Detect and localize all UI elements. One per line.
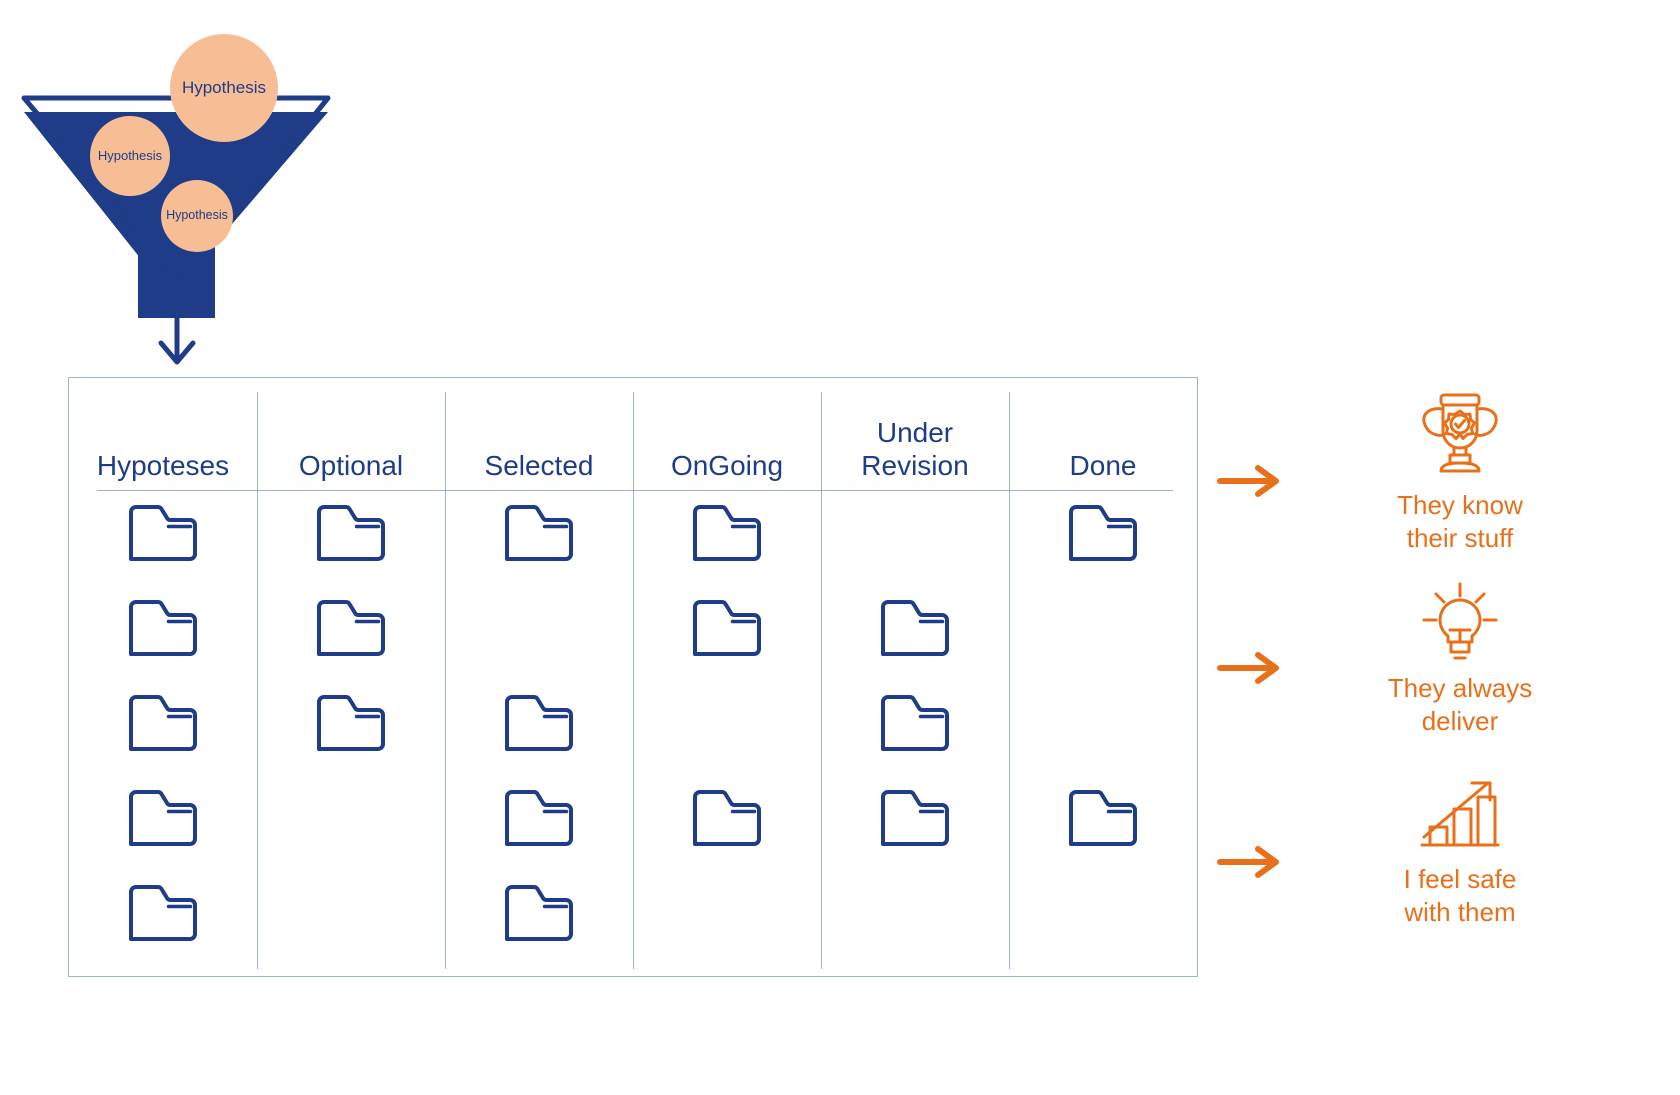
folder-slot[interactable] — [445, 692, 633, 787]
folder-icon — [505, 790, 573, 846]
folder-icon — [881, 600, 949, 656]
outcome-i-feel-safe-with-them: I feel safe with them — [1210, 775, 1630, 928]
board-columns: Hypoteses Optional — [69, 378, 1197, 976]
folder-icon — [505, 505, 573, 561]
folder-slot[interactable] — [1009, 787, 1197, 882]
folder-icon — [129, 505, 197, 561]
folder-icon — [881, 695, 949, 751]
outcome-content: They know their stuff — [1290, 385, 1630, 554]
folder-icon — [129, 600, 197, 656]
folder-slot[interactable] — [821, 692, 1009, 787]
outcomes-rail: They know their stuff — [1210, 385, 1630, 985]
board-column-done[interactable]: Done — [1009, 378, 1197, 977]
hypothesis-bubble[interactable]: Hypothesis — [161, 180, 233, 252]
arrow-right-icon — [1210, 464, 1290, 498]
hypothesis-bubble[interactable]: Hypothesis — [170, 34, 278, 142]
column-body — [821, 490, 1009, 977]
folder-slot[interactable] — [257, 502, 445, 597]
column-body — [69, 490, 257, 977]
folder-icon — [129, 885, 197, 941]
folder-icon — [505, 695, 573, 751]
folder-icon — [317, 695, 385, 751]
folder-slot[interactable] — [1009, 502, 1197, 597]
folder-icon — [129, 790, 197, 846]
folder-slot[interactable] — [821, 787, 1009, 882]
column-header: Hypoteses — [96, 449, 230, 481]
hypothesis-kanban-board: Hypoteses Optional — [68, 377, 1198, 977]
folder-slot[interactable] — [633, 597, 821, 692]
arrow-down-icon — [152, 309, 202, 370]
funnel-stem — [138, 252, 215, 318]
column-header: OnGoing — [670, 449, 784, 481]
board-column-hypoteses[interactable]: Hypoteses — [69, 378, 257, 977]
folder-slot[interactable] — [69, 882, 257, 977]
folder-slot[interactable] — [69, 502, 257, 597]
folder-icon — [1069, 790, 1137, 846]
column-body — [1009, 490, 1197, 977]
column-body — [633, 490, 821, 977]
folder-slot[interactable] — [69, 787, 257, 882]
trophy-icon — [1422, 393, 1498, 473]
folder-slot[interactable] — [821, 597, 1009, 692]
arrow-right-icon — [1210, 651, 1290, 685]
outcome-label: They know their stuff — [1397, 490, 1523, 553]
folder-slot[interactable] — [257, 692, 445, 787]
folder-slot[interactable] — [257, 597, 445, 692]
outcome-they-always-deliver: They always deliver — [1210, 580, 1630, 737]
hypothesis-bubble[interactable]: Hypothesis — [90, 116, 170, 196]
folder-icon — [693, 505, 761, 561]
folder-icon — [317, 505, 385, 561]
folder-icon — [693, 790, 761, 846]
folder-icon — [129, 695, 197, 751]
outcome-content: They always deliver — [1290, 580, 1630, 737]
growth-chart-icon — [1420, 781, 1500, 847]
column-header: Selected — [484, 449, 594, 481]
folder-slot[interactable] — [633, 787, 821, 882]
hypothesis-funnel: Hypothesis Hypothesis Hypothesis — [10, 30, 350, 320]
lightbulb-icon — [1422, 582, 1498, 660]
column-body — [445, 490, 633, 977]
folder-icon — [1069, 505, 1137, 561]
folder-slot[interactable] — [445, 882, 633, 977]
folder-icon — [693, 600, 761, 656]
board-column-selected[interactable]: Selected — [445, 378, 633, 977]
folder-icon — [881, 790, 949, 846]
board-column-under-revision[interactable]: Under Revision — [821, 378, 1009, 977]
outcome-label: They always deliver — [1387, 673, 1533, 736]
folder-slot[interactable] — [69, 692, 257, 787]
folder-slot[interactable] — [633, 502, 821, 597]
column-body — [257, 490, 445, 977]
folder-icon — [317, 600, 385, 656]
column-header: Done — [1069, 449, 1137, 481]
column-header: Under Revision — [861, 416, 969, 481]
folder-icon — [505, 885, 573, 941]
arrow-right-icon — [1210, 845, 1290, 879]
folder-slot[interactable] — [445, 502, 633, 597]
outcome-content: I feel safe with them — [1290, 775, 1630, 928]
outcome-label: I feel safe with them — [1403, 864, 1517, 927]
board-column-ongoing[interactable]: OnGoing — [633, 378, 821, 977]
folder-slot[interactable] — [69, 597, 257, 692]
board-column-optional[interactable]: Optional — [257, 378, 445, 977]
column-header: Optional — [298, 449, 404, 481]
folder-slot[interactable] — [445, 787, 633, 882]
outcome-they-know-their-stuff: They know their stuff — [1210, 385, 1630, 554]
header-divider — [97, 490, 1173, 491]
